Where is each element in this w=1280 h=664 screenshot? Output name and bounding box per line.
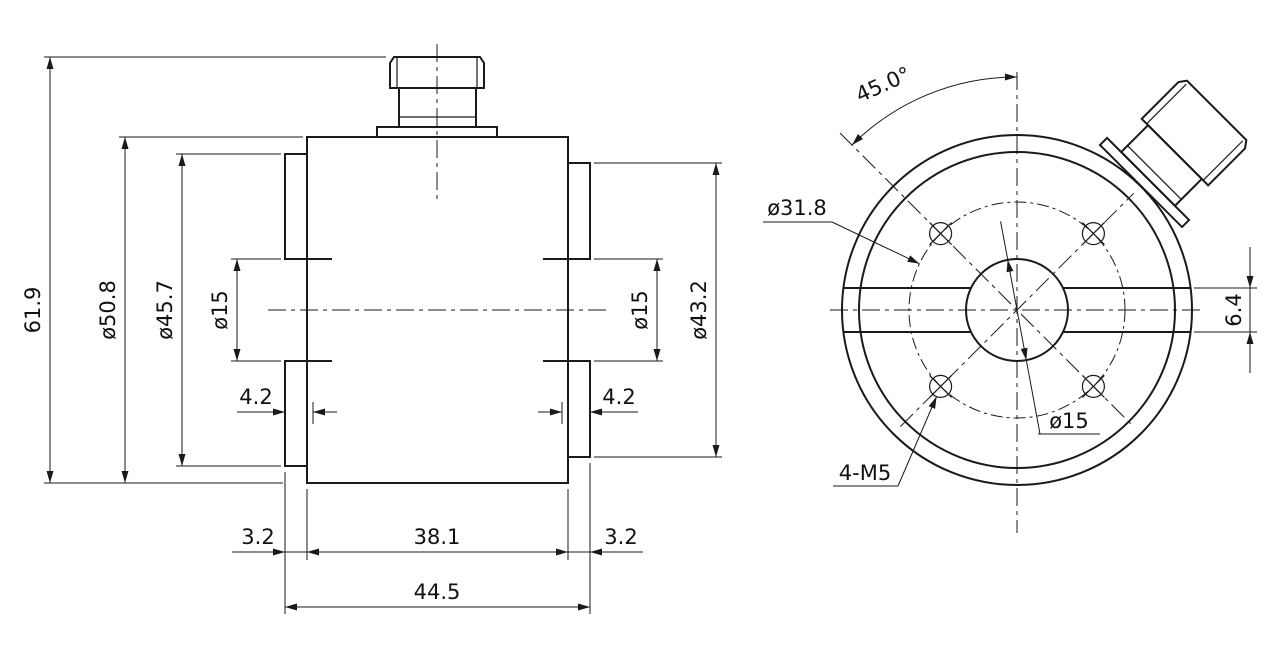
- front-view: 45.0° ø31.8 6.4 ø15: [763, 62, 1257, 533]
- dim-text-step-right: 3.2: [604, 525, 637, 549]
- left-flange-upper: [284, 153, 308, 260]
- slot: [844, 287, 1190, 333]
- dim-overall-length: 44.5: [285, 580, 590, 611]
- dim-text-flange-thk-right: 4.2: [602, 385, 635, 409]
- dim-text-shaft-dia-right: ø15: [628, 290, 652, 330]
- dim-text-hole-angle: 45.0°: [852, 62, 914, 107]
- dim-text-slot-width: 6.4: [1222, 293, 1246, 326]
- dim-flange-thk-right: 4.2: [538, 385, 638, 424]
- dim-text-shaft-dia-left: ø15: [208, 290, 232, 330]
- dim-flange-thk-left: 4.2: [237, 385, 337, 424]
- dim-shaft-dia-left: ø15: [208, 258, 281, 362]
- front-connector-knurl-left: [1146, 83, 1187, 125]
- right-hub-upper: [567, 162, 591, 260]
- dim-hole-angle: 45.0°: [851, 62, 1018, 146]
- hole-top-right: [1081, 222, 1106, 246]
- hole-bottom-right: [1081, 374, 1106, 398]
- callout-tapped-holes: 4-M5: [833, 396, 938, 487]
- dim-bore-dia: ø15: [1000, 221, 1100, 435]
- dim-flange-dia: ø45.7: [153, 153, 281, 467]
- dim-text-overall-height: 61.9: [21, 287, 45, 334]
- dim-text-flange-dia: ø45.7: [153, 280, 177, 340]
- front-connector-cap: [1140, 79, 1248, 187]
- connector-cap: [389, 56, 485, 89]
- dim-text-step-left: 3.2: [241, 525, 274, 549]
- front-connector: [1098, 79, 1248, 229]
- dim-shaft-dia-right: ø15: [594, 258, 663, 362]
- dim-text-overall-length: 44.5: [414, 580, 461, 604]
- dim-outer-dia: ø50.8: [96, 136, 303, 483]
- dim-text-flange-thk-left: 4.2: [239, 385, 272, 409]
- hole-top-left: [928, 222, 953, 246]
- dim-slot-width: 6.4: [1194, 247, 1257, 373]
- tapped-holes: [928, 222, 1106, 398]
- left-flange-lower: [284, 360, 308, 467]
- dim-text-thread-callout: 4-M5: [839, 461, 891, 485]
- dim-hub-dia: ø43.2: [594, 162, 722, 458]
- bottom-extension-lines: [284, 463, 591, 614]
- dim-text-outer-dia: ø50.8: [96, 280, 120, 340]
- dim-overall-height: 61.9: [21, 56, 386, 484]
- dim-text-body-length: 38.1: [414, 525, 461, 549]
- front-connector-knurl-right: [1202, 140, 1244, 181]
- dim-text-hub-dia: ø43.2: [687, 280, 711, 340]
- right-hub-lower: [567, 360, 591, 458]
- dim-bolt-circle-dia: ø31.8: [763, 196, 920, 265]
- dim-bottom-row: 3.2 38.1 3.2: [232, 525, 643, 556]
- side-view: 61.9 ø50.8 ø45.7 ø15: [21, 44, 722, 614]
- front-connector-neck-step: [1127, 145, 1182, 200]
- dim-text-bore-dia: ø15: [1049, 409, 1089, 433]
- hole-bottom-left: [928, 374, 953, 398]
- dim-text-bolt-circle-dia: ø31.8: [767, 196, 827, 220]
